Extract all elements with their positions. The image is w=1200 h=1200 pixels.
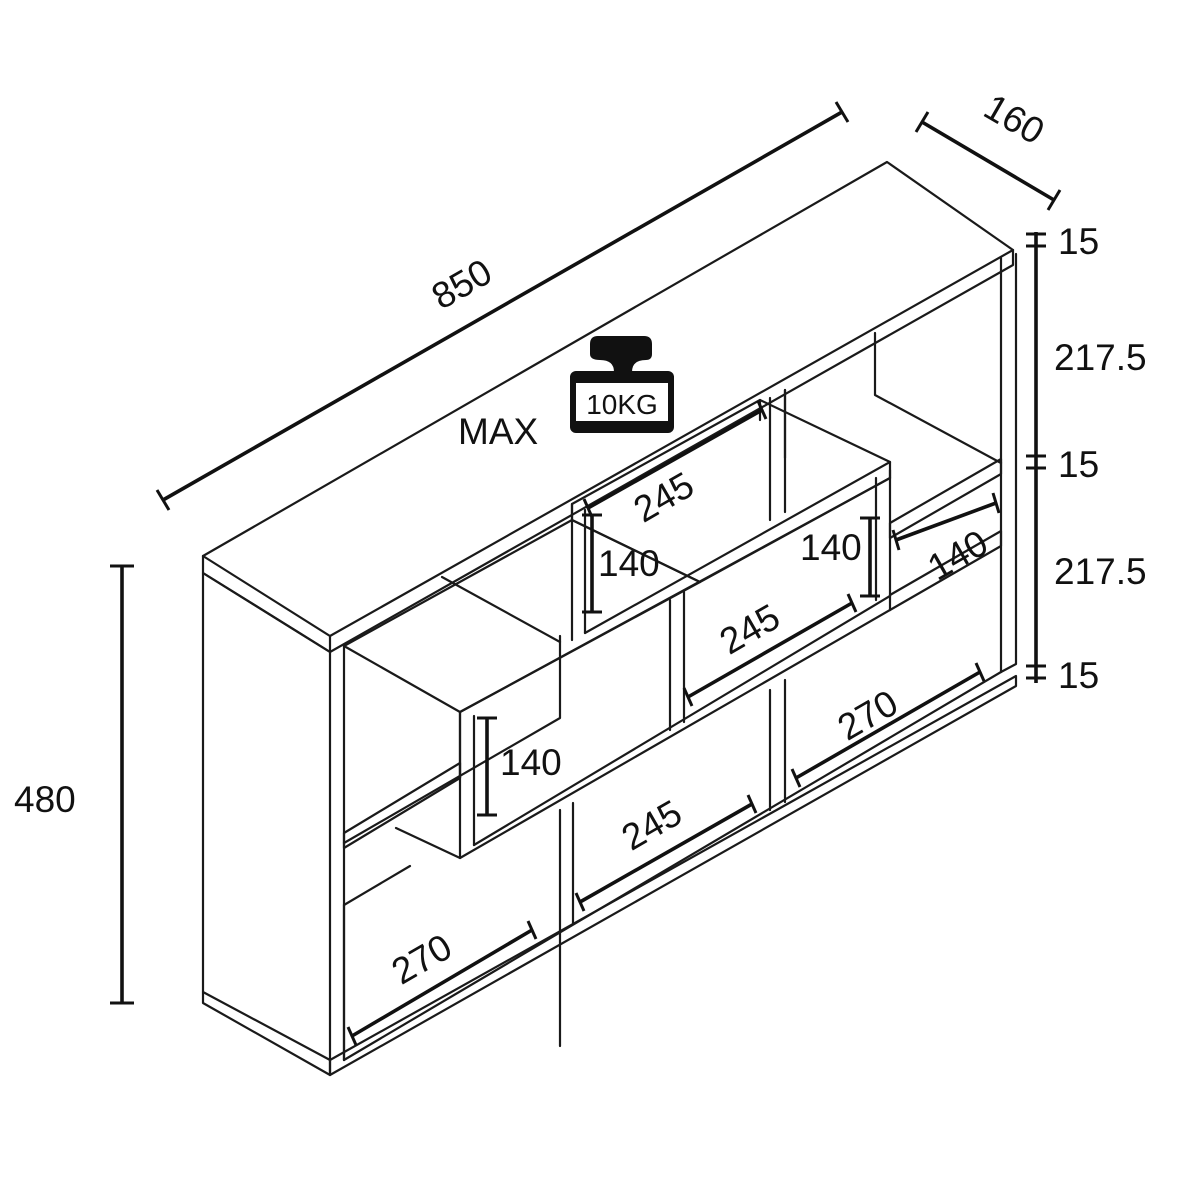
depth-dimension-line bbox=[921, 120, 1055, 202]
bottom-board bbox=[328, 674, 1018, 1077]
weight-label: 10KG bbox=[586, 389, 658, 420]
lower-middle-width-line bbox=[579, 802, 753, 904]
top-board-front-edge bbox=[201, 248, 1015, 654]
upper-cell-height-right-label: 140 bbox=[800, 527, 862, 568]
lower-left-width-label: 270 bbox=[385, 926, 459, 992]
dimension-lines bbox=[110, 101, 1062, 1046]
max-label: MAX bbox=[458, 411, 538, 452]
depth-label: 160 bbox=[977, 86, 1051, 152]
lower-left-width-line bbox=[351, 928, 533, 1038]
lower-right-width-line bbox=[795, 670, 981, 780]
middle-cell-height-label: 140 bbox=[500, 742, 562, 783]
side-cell-depth-label: 140 bbox=[921, 522, 995, 588]
upper-gap-label: 217.5 bbox=[1054, 337, 1147, 378]
lower-right-width-label: 270 bbox=[831, 682, 905, 748]
bottom-board-label: 15 bbox=[1058, 655, 1099, 696]
right-side-panel bbox=[999, 252, 1018, 674]
middle-board-label: 15 bbox=[1058, 444, 1099, 485]
upper-cell-height-left-label: 140 bbox=[598, 543, 660, 584]
side-cell-depth-line bbox=[895, 501, 997, 542]
middle-cell-width-line bbox=[687, 601, 853, 699]
shelf-body bbox=[201, 160, 1018, 1077]
top-board-label: 15 bbox=[1058, 221, 1099, 262]
labels: 850 160 480 15 217.5 15 217.5 15 245 140… bbox=[14, 86, 1147, 992]
back-panel-edges bbox=[342, 634, 562, 845]
middle-cell-width-label: 245 bbox=[713, 596, 787, 662]
width-label: 850 bbox=[425, 251, 499, 317]
upper-cell-width-line bbox=[587, 408, 763, 510]
upper-cell-width-label: 245 bbox=[627, 464, 701, 530]
left-side-panel bbox=[201, 571, 332, 1062]
weight-icon bbox=[570, 336, 674, 433]
height-label: 480 bbox=[14, 779, 76, 820]
width-dimension-line bbox=[162, 110, 843, 502]
middle-shelf bbox=[342, 761, 462, 850]
lower-gap-label: 217.5 bbox=[1054, 551, 1147, 592]
